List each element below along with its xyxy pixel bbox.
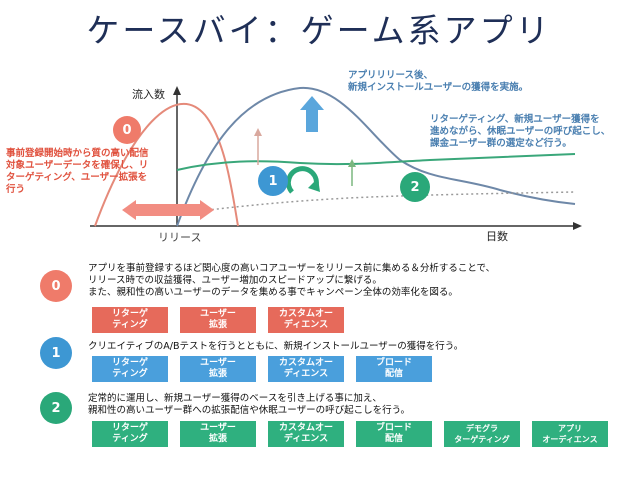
page-title: ケースバイ：ゲーム系アプリ	[86, 11, 552, 50]
stage-0-tag-user-expansion: ユーザー 拡張	[180, 307, 256, 333]
x-axis-arrow	[573, 222, 582, 230]
install-curve	[176, 86, 576, 227]
x-axis-label: 日数	[486, 230, 508, 243]
period-arrow-left	[122, 200, 136, 220]
marker-0: 0	[113, 116, 141, 144]
stage-2-tag-app-audience: アプリ オーディエンス	[532, 421, 608, 447]
marker-1: 1	[258, 166, 288, 196]
stage-1-tag-custom-audience: カスタムオー ディエンス	[268, 356, 344, 382]
stage-0-badge: 0	[40, 270, 72, 302]
baseline-dotted	[176, 191, 576, 215]
install-up-arrow	[300, 96, 324, 132]
stage-2-tag-broad-delivery: ブロード 配信	[356, 421, 432, 447]
launch-note: アプリリリース後、 新規インストールユーザーの獲得を実施。	[348, 70, 529, 93]
stage-2-tag-user-expansion: ユーザー 拡張	[180, 421, 256, 447]
growth-diagram	[90, 86, 582, 230]
stage-2-tag-custom-audience: カスタムオー ディエンス	[268, 421, 344, 447]
marker-2: 2	[400, 172, 430, 202]
stage-1-text: クリエイティブのA/Bテストを行うとともに、新規インストールユーザーの獲得を行う…	[88, 341, 464, 352]
cycle-arrow	[285, 166, 319, 194]
prerelease-note: 事前登録開始時から質の高い配信 対象ユーザーデータを確保し、リ ターゲティング、…	[6, 148, 149, 195]
stage-0-tag-custom-audience: カスタムオー ディエンス	[268, 307, 344, 333]
stage-2-text: 定常的に運用し、新規ユーザー獲得のベースを引き上げる事に加え、 親和性の高いユー…	[88, 393, 411, 416]
stage-2-tag-retargeting: リターゲ ティング	[92, 421, 168, 447]
prerelease-curve	[94, 102, 239, 227]
retention-note: リターゲティング、新規ユーザー獲得を 進めながら、休眠ユーザーの呼び起こし、 課…	[430, 114, 611, 149]
stage-2-tag-demographic-targeting: デモグラ ターゲティング	[444, 421, 520, 447]
period-arrow-right	[200, 200, 214, 220]
stage-2-badge: 2	[40, 392, 72, 424]
stage-0-text: アプリを事前登録するほど関心度の高いコアユーザーをリリース前に集める＆分析するこ…	[88, 263, 496, 298]
retention-curve	[176, 153, 576, 171]
stage-1-tag-user-expansion: ユーザー 拡張	[180, 356, 256, 382]
release-label: リリース	[158, 231, 202, 244]
stage-1-tag-broad-delivery: ブロード 配信	[356, 356, 432, 382]
y-axis-arrow	[173, 86, 181, 95]
stage-1-tag-retargeting: リターゲ ティング	[92, 356, 168, 382]
stage-0-tag-retargeting: リターゲ ティング	[92, 307, 168, 333]
y-axis-label: 流入数	[132, 88, 165, 101]
stage-1-badge: 1	[40, 337, 72, 369]
prerelease-period-bar	[132, 204, 204, 216]
